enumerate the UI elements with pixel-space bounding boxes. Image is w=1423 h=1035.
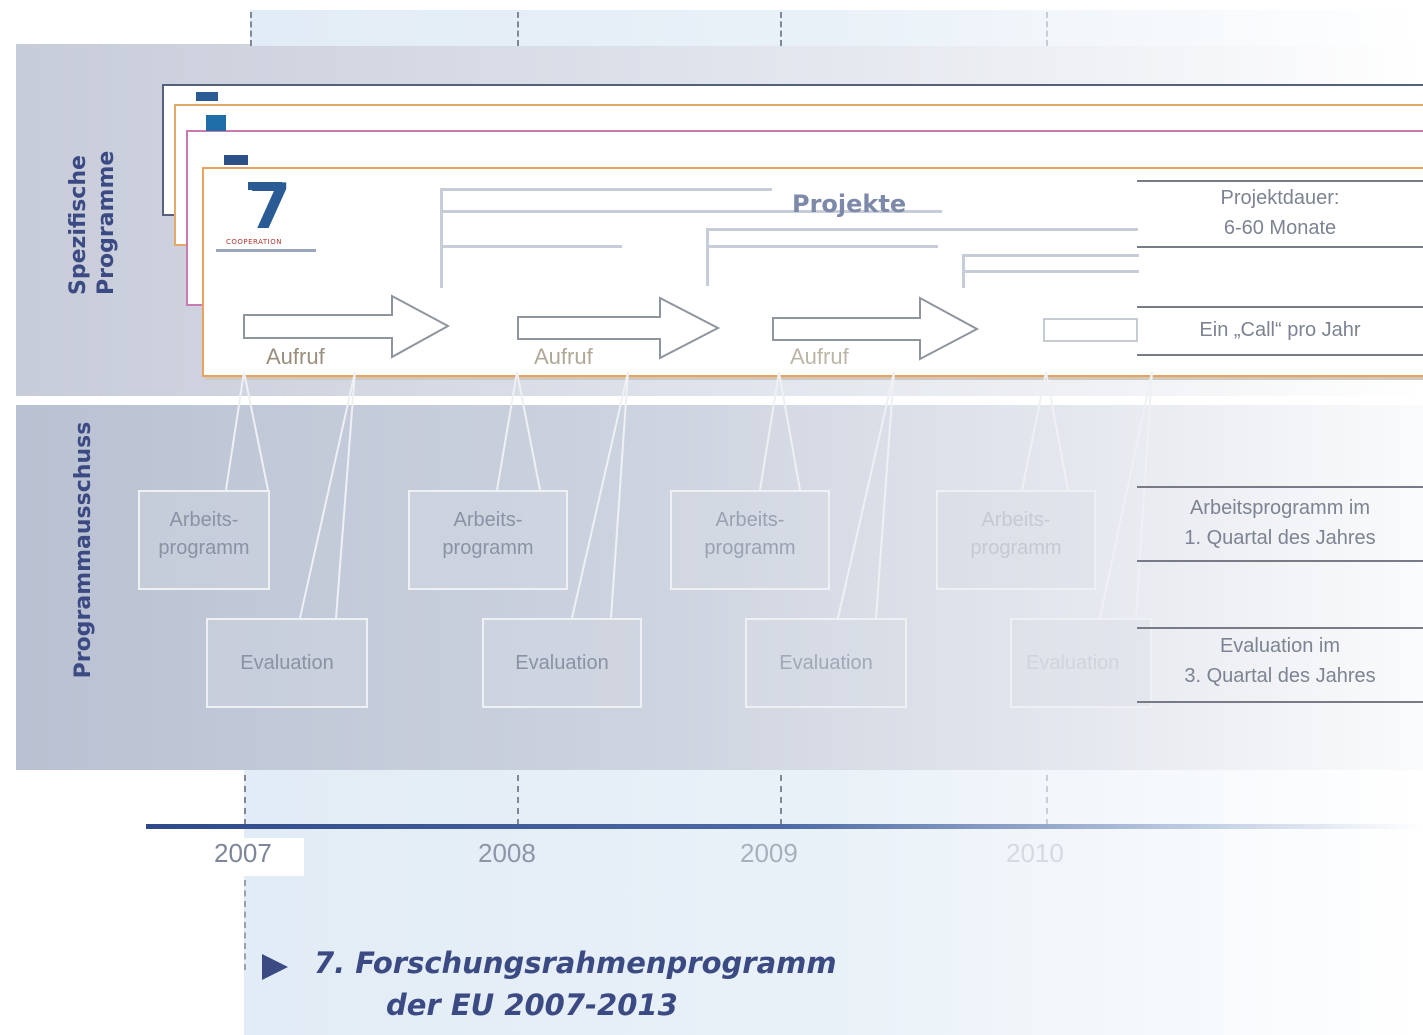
- year-marker: [250, 12, 252, 46]
- connector: [299, 371, 356, 619]
- work-programme-box: Arbeits-programm: [408, 490, 568, 590]
- project-line: [440, 188, 443, 288]
- timeline-axis: [146, 824, 1423, 829]
- connector-wedges: [225, 371, 1153, 619]
- year-marker: [780, 12, 782, 46]
- evaluation-box: Evaluation: [206, 618, 368, 708]
- note-rule: [1137, 486, 1423, 488]
- card-logo-tab: [224, 155, 248, 165]
- fp7-logo-stripe: [248, 182, 282, 190]
- connector: [1021, 371, 1069, 491]
- work-programme-box: Arbeits-programm: [138, 490, 270, 590]
- evaluation-box: Evaluation: [482, 618, 642, 708]
- project-line: [442, 245, 622, 248]
- bullet-arrow-icon: [262, 954, 288, 980]
- year-marker: [244, 880, 246, 970]
- project-line: [962, 254, 965, 288]
- year-label: 2008: [478, 838, 536, 868]
- projects-title: Projekte: [792, 190, 907, 218]
- call-note: Ein „Call“ pro Jahr: [1199, 319, 1361, 341]
- evaluation-note: Evaluation im 3. Quartal des Jahres: [1184, 635, 1376, 687]
- duration-note: Projektdauer: 6-60 Monate: [1220, 187, 1340, 239]
- year-label: 2010: [1006, 838, 1064, 868]
- call-arrow: [772, 296, 980, 361]
- fp7-logo: 7 COOPERATION: [212, 170, 317, 258]
- card-logo-tab: [196, 92, 218, 101]
- connector: [496, 371, 541, 491]
- note-rule: [1137, 246, 1423, 248]
- footer-subtitle: der EU 2007-2013: [386, 988, 678, 1022]
- call-arrow: [517, 296, 721, 360]
- footer-title: 7. Forschungsrahmenprogramm: [314, 946, 837, 980]
- year-band-bottom: [244, 770, 1423, 1035]
- year-marker: [517, 775, 519, 825]
- project-line: [708, 228, 1138, 231]
- year-band-top: [250, 10, 1423, 46]
- project-line: [964, 254, 1139, 257]
- card-logo-tab: [206, 115, 226, 131]
- connector: [225, 371, 269, 491]
- note-rule: [1137, 701, 1423, 703]
- fp7-logo-numeral: 7: [248, 170, 292, 243]
- note-rule: [1137, 627, 1423, 629]
- call-arrows: [243, 294, 1138, 361]
- work-programme-box: Arbeits-programm: [670, 490, 830, 590]
- year-marker: [780, 775, 782, 825]
- connector: [571, 371, 629, 619]
- project-line: [706, 228, 709, 286]
- call-arrow-partial: [1043, 318, 1138, 342]
- connector: [759, 371, 801, 491]
- note-rule: [1137, 560, 1423, 562]
- year-marker: [1046, 775, 1048, 825]
- year-marker: [1046, 12, 1048, 46]
- year-label: 2009: [740, 838, 798, 868]
- call-label: Aufruf: [534, 344, 593, 369]
- note-rule: [1137, 306, 1423, 308]
- note-rule: [1137, 354, 1423, 356]
- note-rule: [1137, 180, 1423, 182]
- programme-committee-band: [16, 405, 1423, 770]
- fp7-logo-caption: COOPERATION: [226, 238, 282, 246]
- fp7-logo-underline: [216, 249, 316, 252]
- project-line: [708, 245, 938, 248]
- year-marker: [517, 12, 519, 46]
- connector: [1099, 371, 1153, 619]
- project-line: [964, 270, 1139, 273]
- year-highlight: [206, 838, 304, 876]
- call-label: Aufruf: [790, 344, 849, 369]
- evaluation-box: Evaluation: [745, 618, 907, 708]
- work-programme-box: Arbeits-programm: [936, 490, 1096, 590]
- year-marker: [244, 775, 246, 825]
- evaluation-box: Evaluation: [1010, 618, 1152, 708]
- project-line: [442, 188, 772, 191]
- connector: [837, 371, 895, 619]
- work-programme-note: Arbeitsprogramm im 1. Quartal des Jahres: [1184, 497, 1376, 549]
- call-arrow: [243, 294, 451, 359]
- call-label: Aufruf: [266, 344, 325, 369]
- year-label: 2007: [214, 838, 272, 868]
- project-line: [442, 210, 942, 213]
